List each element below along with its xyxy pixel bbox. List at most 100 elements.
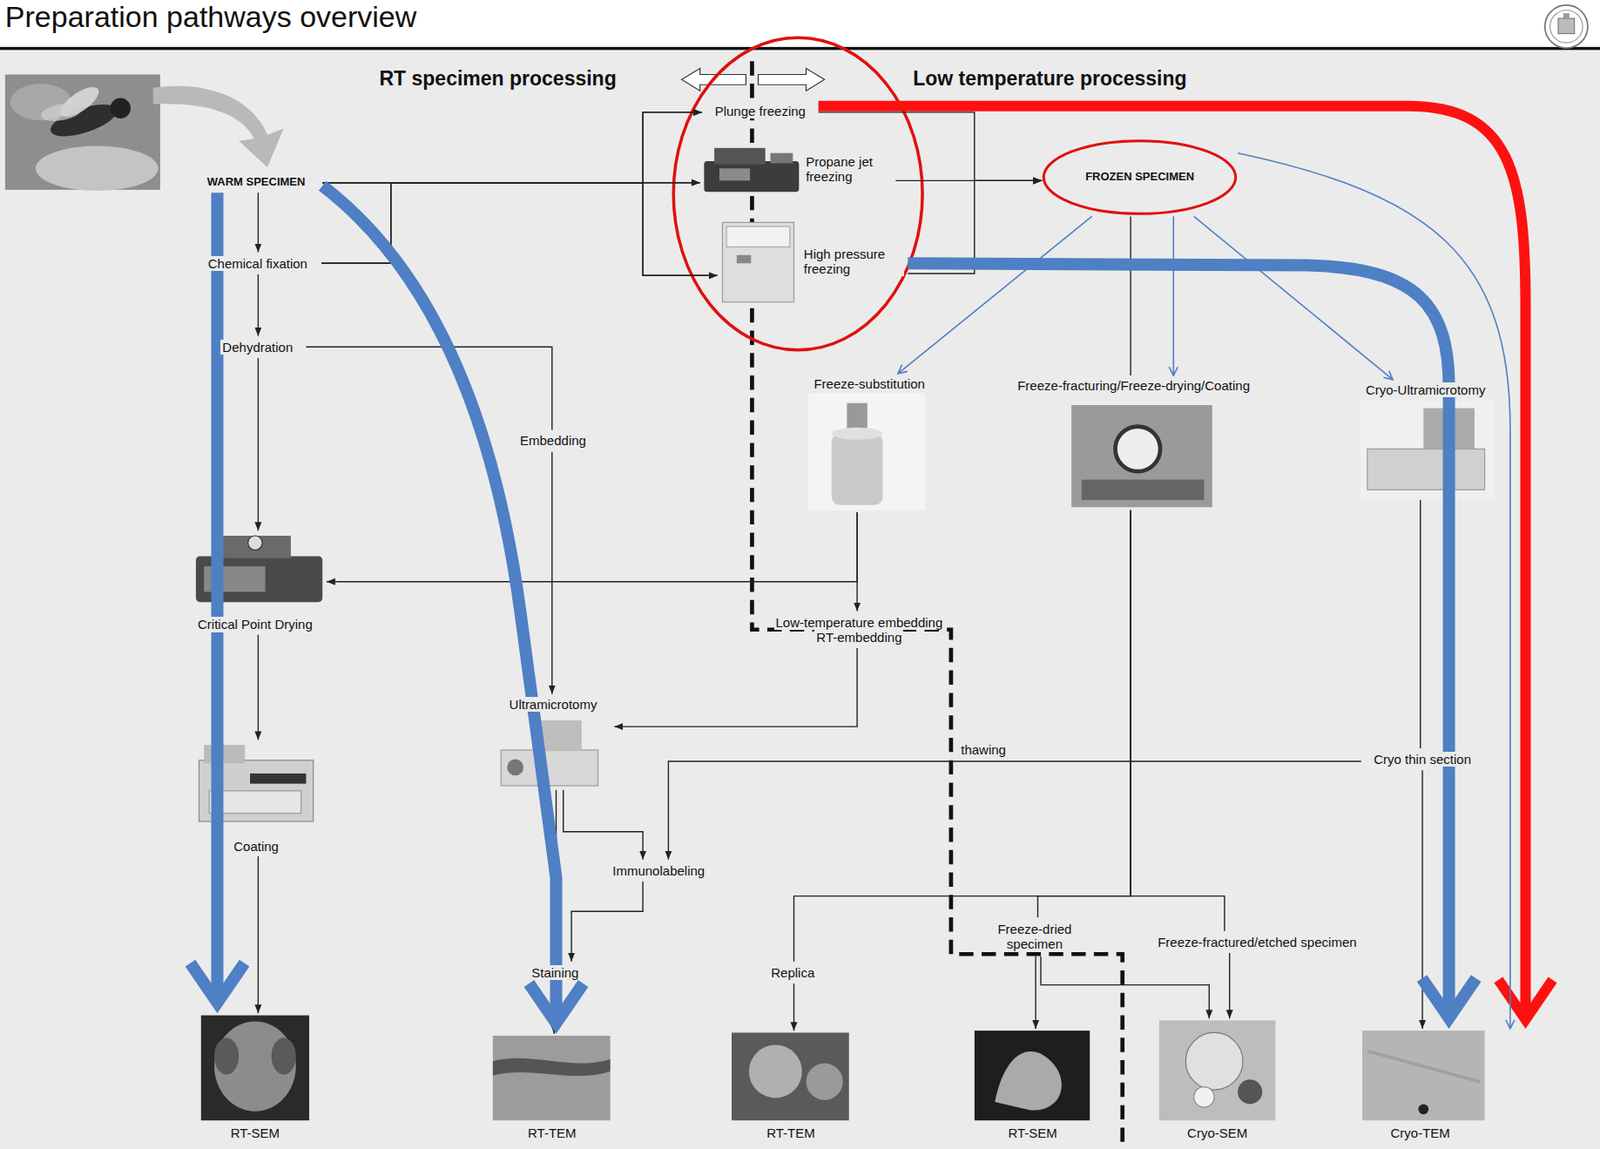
- result-micrograph: [994, 1051, 1062, 1111]
- arrow-head: [1498, 979, 1553, 1020]
- section-heading: Low temperature processing: [911, 67, 1189, 90]
- ultramicrotome: [500, 720, 598, 786]
- node-text: Freeze-substitution: [811, 376, 927, 392]
- node-text: Staining: [529, 965, 581, 980]
- instrument-step: Cryo-Ultramicrotomy: [1350, 379, 1500, 500]
- process-step: Chemical fixation: [194, 252, 322, 275]
- freeze-fracture-device: [1115, 426, 1162, 473]
- node-text: Freeze-fractured/etched specimen: [1155, 934, 1358, 950]
- result-micrograph: [974, 1030, 1090, 1121]
- process-step: Cryo thin section: [1361, 748, 1485, 770]
- direction-arrows: [757, 67, 824, 91]
- node-text: RT-SEM: [1005, 1125, 1059, 1141]
- result-micrograph: [1367, 1051, 1480, 1082]
- process-step: Low-temperature embeddingRT-embedding: [755, 611, 964, 649]
- result-micrograph: [1159, 1019, 1276, 1121]
- propane-jet-device: [770, 153, 794, 164]
- ultramicrotome: [500, 749, 598, 786]
- result-micrograph: [492, 1035, 611, 1121]
- freezing-method: Propane jet freezing: [700, 142, 897, 196]
- node-text: Embedding: [518, 432, 588, 448]
- arrow-shaft: [907, 263, 1449, 1018]
- result-micrograph: [1362, 1030, 1486, 1121]
- node-text: Chemical fixation: [206, 256, 310, 271]
- university-seal: [1558, 18, 1575, 34]
- process-step: Freeze-dried specimen: [980, 917, 1089, 957]
- pointer-arrow: [153, 86, 284, 168]
- node-text: Cryo-SEM: [1185, 1125, 1249, 1141]
- ultramicrotome: [540, 720, 582, 751]
- specimen-photo: [35, 146, 159, 192]
- specimen-photo: [40, 101, 83, 125]
- title-rule: [0, 47, 1600, 51]
- node-text: RT-TEM: [526, 1125, 579, 1141]
- instrument-step: Critical Point Drying: [183, 530, 327, 635]
- flow-arrow: [1194, 216, 1394, 379]
- propane-jet-device: [714, 148, 766, 165]
- node-text: Critical Point Drying: [195, 616, 315, 632]
- node-text: Cryo-Ultramicrotomy: [1363, 382, 1488, 398]
- arrow-shaft: [211, 192, 224, 1003]
- node-text: Cryo thin section: [1371, 751, 1473, 767]
- university-seal: [1545, 5, 1588, 48]
- critical-point-dryer: [248, 535, 263, 550]
- instrument-step: Freeze-fracturing/Freeze-drying/Coating: [989, 375, 1277, 511]
- university-seal: [1545, 5, 1588, 48]
- freeze-fracture-device: [1081, 479, 1205, 500]
- process-step: Staining: [523, 961, 588, 984]
- freeze-substitution-device: [831, 427, 884, 440]
- university-seal: [1563, 13, 1570, 20]
- arrow-head: [528, 983, 583, 1023]
- freeze-substitution-device: [831, 433, 884, 506]
- pathway-arrow: [322, 185, 583, 1023]
- node-text: RT-SEM: [229, 1125, 282, 1141]
- high-pressure-device: [736, 255, 751, 264]
- instrument-step: Ultramicrotomy: [492, 694, 615, 790]
- section-heading: RT specimen processing: [377, 67, 618, 90]
- freeze-substitution-device: [808, 392, 926, 511]
- cryo-ultramicrotome: [1367, 448, 1486, 490]
- result-micrograph: [492, 1035, 611, 1121]
- pathway-arrow: [190, 192, 245, 1003]
- freeze-fracture-device: [1071, 405, 1213, 507]
- node-text: FROZEN SPECIMEN: [1083, 170, 1196, 184]
- process-step: Replica: [762, 961, 823, 984]
- node-text: Replica: [769, 965, 817, 980]
- result-micrograph: [1159, 1019, 1276, 1121]
- high-pressure-device: [722, 222, 794, 302]
- node-text: Low-temperature embedding: [774, 614, 946, 630]
- result-micrograph: [974, 1030, 1090, 1121]
- result-micrograph: [731, 1032, 850, 1121]
- flow-line: [1038, 510, 1132, 918]
- high-pressure-device: [726, 226, 790, 247]
- flow-line: [1129, 216, 1131, 376]
- instrument-step: Freeze-substitution: [797, 373, 941, 513]
- ultramicrotome: [506, 759, 524, 777]
- flow-line: [257, 274, 259, 337]
- output-image: RT-TEM: [491, 1033, 615, 1143]
- panel-ground: [0, 51, 1600, 1149]
- coating-device: [203, 744, 245, 763]
- university-seal: [1550, 10, 1583, 43]
- critical-point-dryer: [219, 535, 291, 559]
- flow-line: [1228, 952, 1230, 1019]
- flow-line: [668, 761, 1361, 860]
- node-text: Propane jet freezing: [803, 154, 892, 185]
- propane-jet-device: [719, 168, 750, 181]
- flow-line: [1040, 956, 1209, 1020]
- node-text: Immunolabeling: [610, 863, 707, 878]
- instrument-step: Coating: [191, 739, 321, 857]
- output-image: Cryo-TEM: [1360, 1028, 1537, 1143]
- specimen-photo: [110, 97, 131, 118]
- arrow-shaft: [818, 106, 1526, 1020]
- node-text: Ultramicrotomy: [507, 696, 600, 712]
- arrow-head: [1422, 978, 1477, 1018]
- flow-line: [1130, 510, 1225, 932]
- process-step: Embedding: [510, 429, 596, 452]
- node-text: WARM SPECIMEN: [205, 175, 308, 190]
- cryo-ultramicrotome: [1360, 400, 1496, 498]
- flow-line: [257, 357, 259, 531]
- arrow-head: [190, 963, 245, 1003]
- flow-line: [257, 192, 259, 252]
- result-micrograph: [1417, 1103, 1429, 1114]
